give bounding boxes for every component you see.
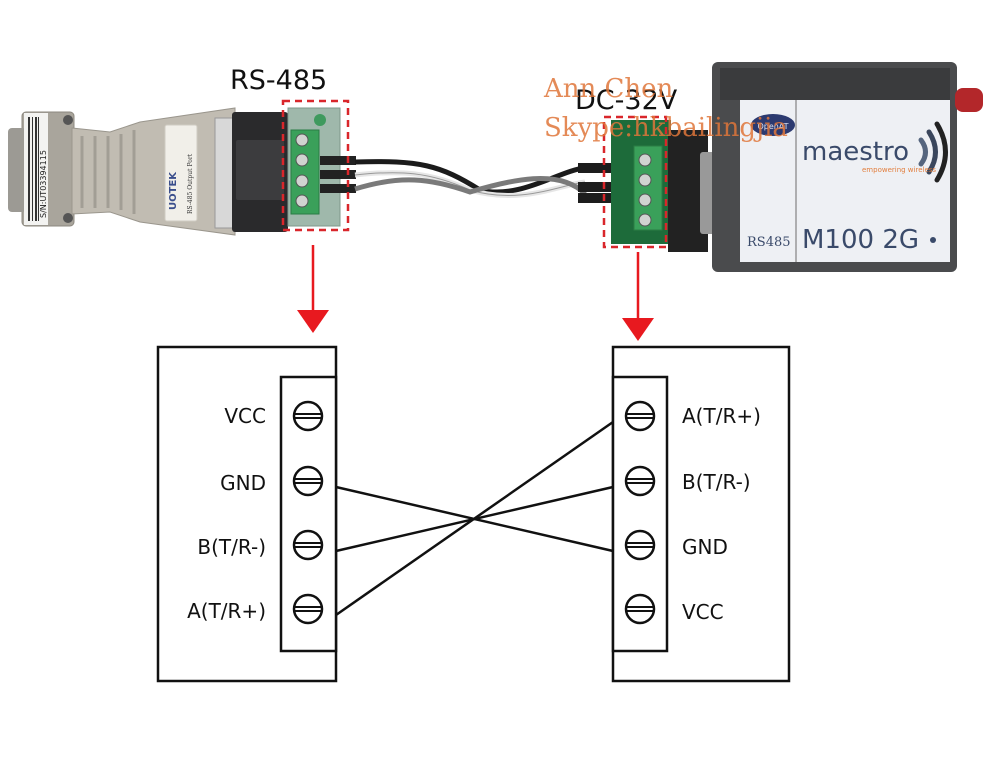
right-arrow bbox=[622, 252, 654, 341]
right-modem-device: OpenAT maestro empowering wireless RS485… bbox=[578, 62, 983, 272]
left-arrow bbox=[297, 245, 329, 333]
maestro-brand: maestro bbox=[802, 137, 909, 167]
dc-voltage-title: DC-32V bbox=[575, 85, 678, 116]
antenna-connector bbox=[955, 88, 983, 112]
right-terminal-screw-icon bbox=[624, 400, 656, 432]
left-terminal-screw-icon bbox=[292, 400, 324, 432]
left-pin-label: GND bbox=[220, 471, 266, 495]
right-terminal-screw-icon bbox=[624, 465, 656, 497]
left-brand: UOTEK bbox=[168, 171, 179, 210]
right-pin-label: A(T/R+) bbox=[682, 404, 761, 428]
left-pin-label: B(T/R-) bbox=[197, 535, 266, 559]
serial-number: S/N:UT03394115 bbox=[39, 150, 48, 218]
rs485-title: RS-485 bbox=[230, 65, 327, 96]
right-terminal-screw-icon bbox=[624, 529, 656, 561]
left-terminal-screw-icon bbox=[292, 593, 324, 625]
openat-badge bbox=[751, 114, 795, 136]
right-terminal-screw-icon bbox=[624, 593, 656, 625]
left-terminal-screw-icon bbox=[292, 465, 324, 497]
twisted-cables bbox=[354, 159, 587, 198]
left-pin-label: VCC bbox=[224, 404, 266, 428]
right-pin-label: B(T/R-) bbox=[682, 470, 751, 494]
wireless-icon bbox=[918, 121, 948, 183]
maestro-tagline: empowering wireless bbox=[862, 166, 936, 174]
left-terminal-screw-icon bbox=[292, 529, 324, 561]
openat-text: OpenAT bbox=[757, 122, 788, 131]
left-port-label: RS-485 Output Port bbox=[187, 153, 194, 214]
left-pin-label: A(T/R+) bbox=[187, 599, 266, 623]
right-terminal-highlight bbox=[602, 115, 668, 249]
right-pin-label: VCC bbox=[682, 600, 724, 624]
wire-atr bbox=[335, 420, 614, 617]
rs485-port-text: RS485 bbox=[747, 235, 791, 250]
model-name: M100 2G bbox=[802, 225, 919, 255]
watermark-skype: Skype:hkbailingjia bbox=[544, 113, 788, 143]
right-pin-label: GND bbox=[682, 535, 728, 559]
left-converter-device: S/N:UT03394115 UOTEK RS-485 Output Port bbox=[8, 107, 356, 236]
watermark-name: Ann Chen bbox=[543, 74, 674, 104]
